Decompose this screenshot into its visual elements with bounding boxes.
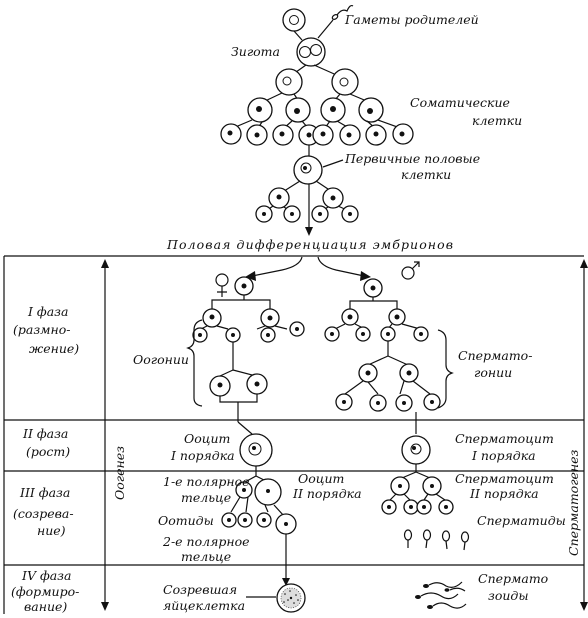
parent-sperm-icon [331,4,354,20]
spermatocyte2-label-1: Сперматоцит [455,471,554,486]
oogonia-tree [186,276,305,407]
phase2-label-2: (рост) [26,444,70,459]
differentiation-arrows [245,256,371,281]
mature-egg-icon [276,583,306,613]
phase3-label-3: ние) [37,523,66,538]
oocyte2-label-1: Ооцит [298,471,344,486]
oocyte2-label-2: II порядка [292,486,362,501]
female-symbol-icon [215,273,229,297]
oogenesis-label: Оогенез [112,446,127,500]
primary-spermatocyte [401,435,431,465]
polar1-label-1: 1-е полярное [163,474,250,489]
phase4-label-2: (формиро- [11,584,79,599]
polar1-label-2: тельце [181,490,231,505]
gametes-label: Гаметы родителей [344,12,479,27]
primary-oocyte [237,421,273,467]
spermatocyte2-label-2: II порядка [469,486,539,501]
phase1-label-1: I фаза [27,304,68,319]
primordial-label-1: Первичные половые [344,151,480,166]
zygote-label: Зигота [231,44,280,59]
somatic-label-1: Соматические [410,95,510,110]
zygote-tree [220,4,414,236]
phase2-label-1: II фаза [22,426,68,441]
ootids-label: Оотиды [158,513,214,528]
spermatogonia-label-1: Сперматo- [458,348,532,363]
spermatid-icon [441,530,451,550]
spermatozoa-label-2: зоиды [488,588,529,603]
phase4-label-3: вание) [24,599,67,614]
primordial-label-2: клетки [401,167,451,182]
phase1-label-3: жение) [29,341,79,356]
phase-grid [3,255,584,614]
polar2-label-1: 2-е полярное [162,534,250,549]
spermatozoa-label-1: Сперматo [478,571,548,586]
oogenesis-axis [101,259,109,611]
oocyte1-label-2: I порядка [170,448,235,463]
oogonia-label: Оогонии [133,352,189,367]
spermatids-label: Сперматиды [477,513,566,528]
phase3-label-2: (созрева- [13,506,74,521]
phase3-label-1: III фаза [19,485,70,500]
male-symbol-icon [401,261,420,280]
spermatogonia-label-2: гонии [474,365,512,380]
somatic-label-2: клетки [472,113,522,128]
spermatid-icon [403,529,413,548]
spermatocyte-meiosis [381,464,470,551]
phase4-label-1: IV фаза [21,568,71,583]
polar2-label-2: тельце [181,549,231,564]
spermatocyte1-label-1: Сперматоцит [455,431,554,446]
spermatid-icon [422,529,432,549]
mature-egg-label-1: Созревшая [163,582,237,597]
spermatozoa-icon [415,581,467,609]
oocyte1-label-1: Ооцит [184,431,230,446]
phase1-label-2: (размно- [13,322,71,337]
spermatid-icon [460,531,470,551]
spermatocyte1-label-2: I порядка [471,448,536,463]
spermatogenesis-axis [580,259,588,611]
oocyte-meiosis [221,466,297,586]
mature-egg-label-2: яйцеклетка [163,598,245,613]
spermatogenesis-label: Сперматогенез [566,449,581,556]
spermatogonia-tree [324,278,454,412]
sex-differentiation-label: Половая дифференциация эмбрионов [166,237,453,252]
